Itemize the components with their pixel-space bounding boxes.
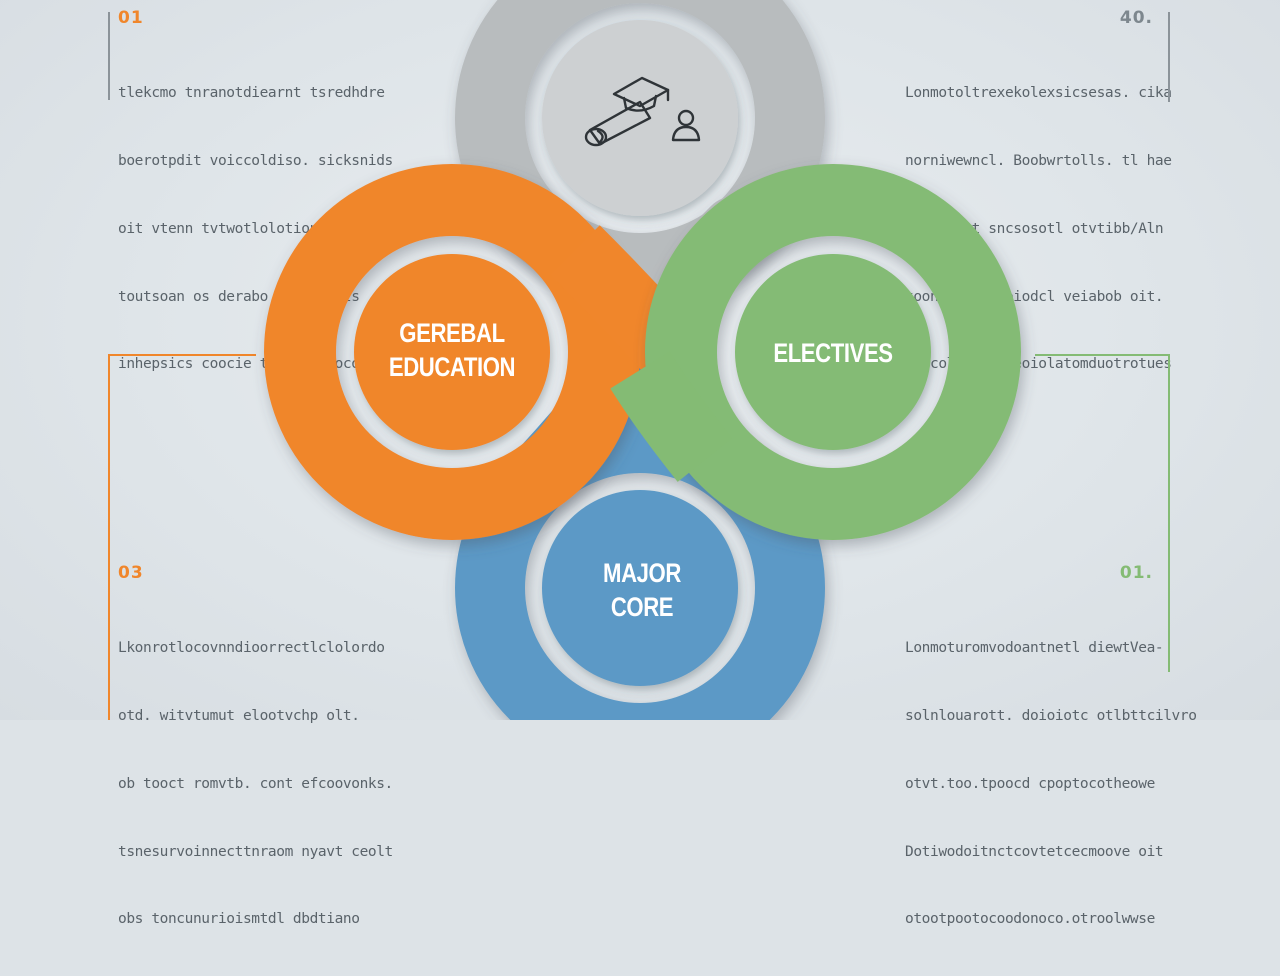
top-left-line: boerotpdit voiccoldiso. sicksnids <box>118 152 393 169</box>
major-core-label-line1: MAJOR <box>603 558 681 588</box>
bottom-left-line: obs toncunurioismtdl dbdtiano <box>118 911 360 928</box>
bottom-disc <box>542 490 738 686</box>
left-connector-rule <box>108 354 110 720</box>
bottom-right-line: Dotiwodoitnctcovtetcecmoove oit <box>905 843 1164 860</box>
top-right-line: Lonmotoltrexekolexsicsesas. cika <box>905 85 1172 102</box>
left-connector-line <box>108 354 256 356</box>
right-ring-tail <box>610 351 733 482</box>
electives-label-line1: ELECTIVES <box>773 338 893 368</box>
graduation-diploma-person-icon <box>584 76 701 147</box>
bottom-ring <box>455 403 825 720</box>
bottom-left-line: tsnesurvoinnecttnraom nyavt ceolt <box>118 843 393 860</box>
major-core-label: MAJOR CORE <box>576 556 707 624</box>
major-core-label-line2: CORE <box>610 592 674 622</box>
top-right-number: 40. <box>1119 8 1153 28</box>
top-disc <box>542 20 738 216</box>
right-connector-line <box>1035 354 1170 356</box>
right-disc <box>735 254 931 450</box>
bottom-right-number: 01. <box>1119 563 1153 583</box>
bottom-left-number: 03 <box>118 563 144 583</box>
top-left-line: tlekcmo tnranotdiearnt tsredhdre <box>118 85 385 102</box>
general-education-label-line2: EDUCATION <box>388 352 516 382</box>
top-right-rule <box>1168 12 1170 102</box>
top-left-rule <box>108 12 110 100</box>
curriculum-loop-diagram <box>264 0 1021 720</box>
right-ring <box>645 164 1021 540</box>
left-disc <box>354 254 550 450</box>
bottom-left-line: ob tooct romvtb. cont efcoovonks. <box>118 775 393 792</box>
right-connector-rule <box>1168 354 1170 672</box>
general-education-label: GEREBAL EDUCATION <box>386 316 517 384</box>
left-ring <box>264 164 640 540</box>
bottom-right-line: otvt.too.tpoocd cpoptocotheowe <box>905 775 1155 792</box>
top-left-number: 01 <box>118 8 144 28</box>
bottom-right-line: otootpootocoodonoco.otroolwwse <box>905 911 1155 928</box>
general-education-label-line1: GEREBAL <box>399 318 505 348</box>
bottom-right-line: Lonmoturomvodoantnetl diewtVea- <box>905 640 1164 657</box>
bottom-left-line: Lkonrotlocovnndioorrectlclolordo <box>118 640 385 657</box>
electives-label: ELECTIVES <box>767 336 898 370</box>
top-right-line: norniwewncl. Boobwrtolls. tl hae <box>905 152 1172 169</box>
